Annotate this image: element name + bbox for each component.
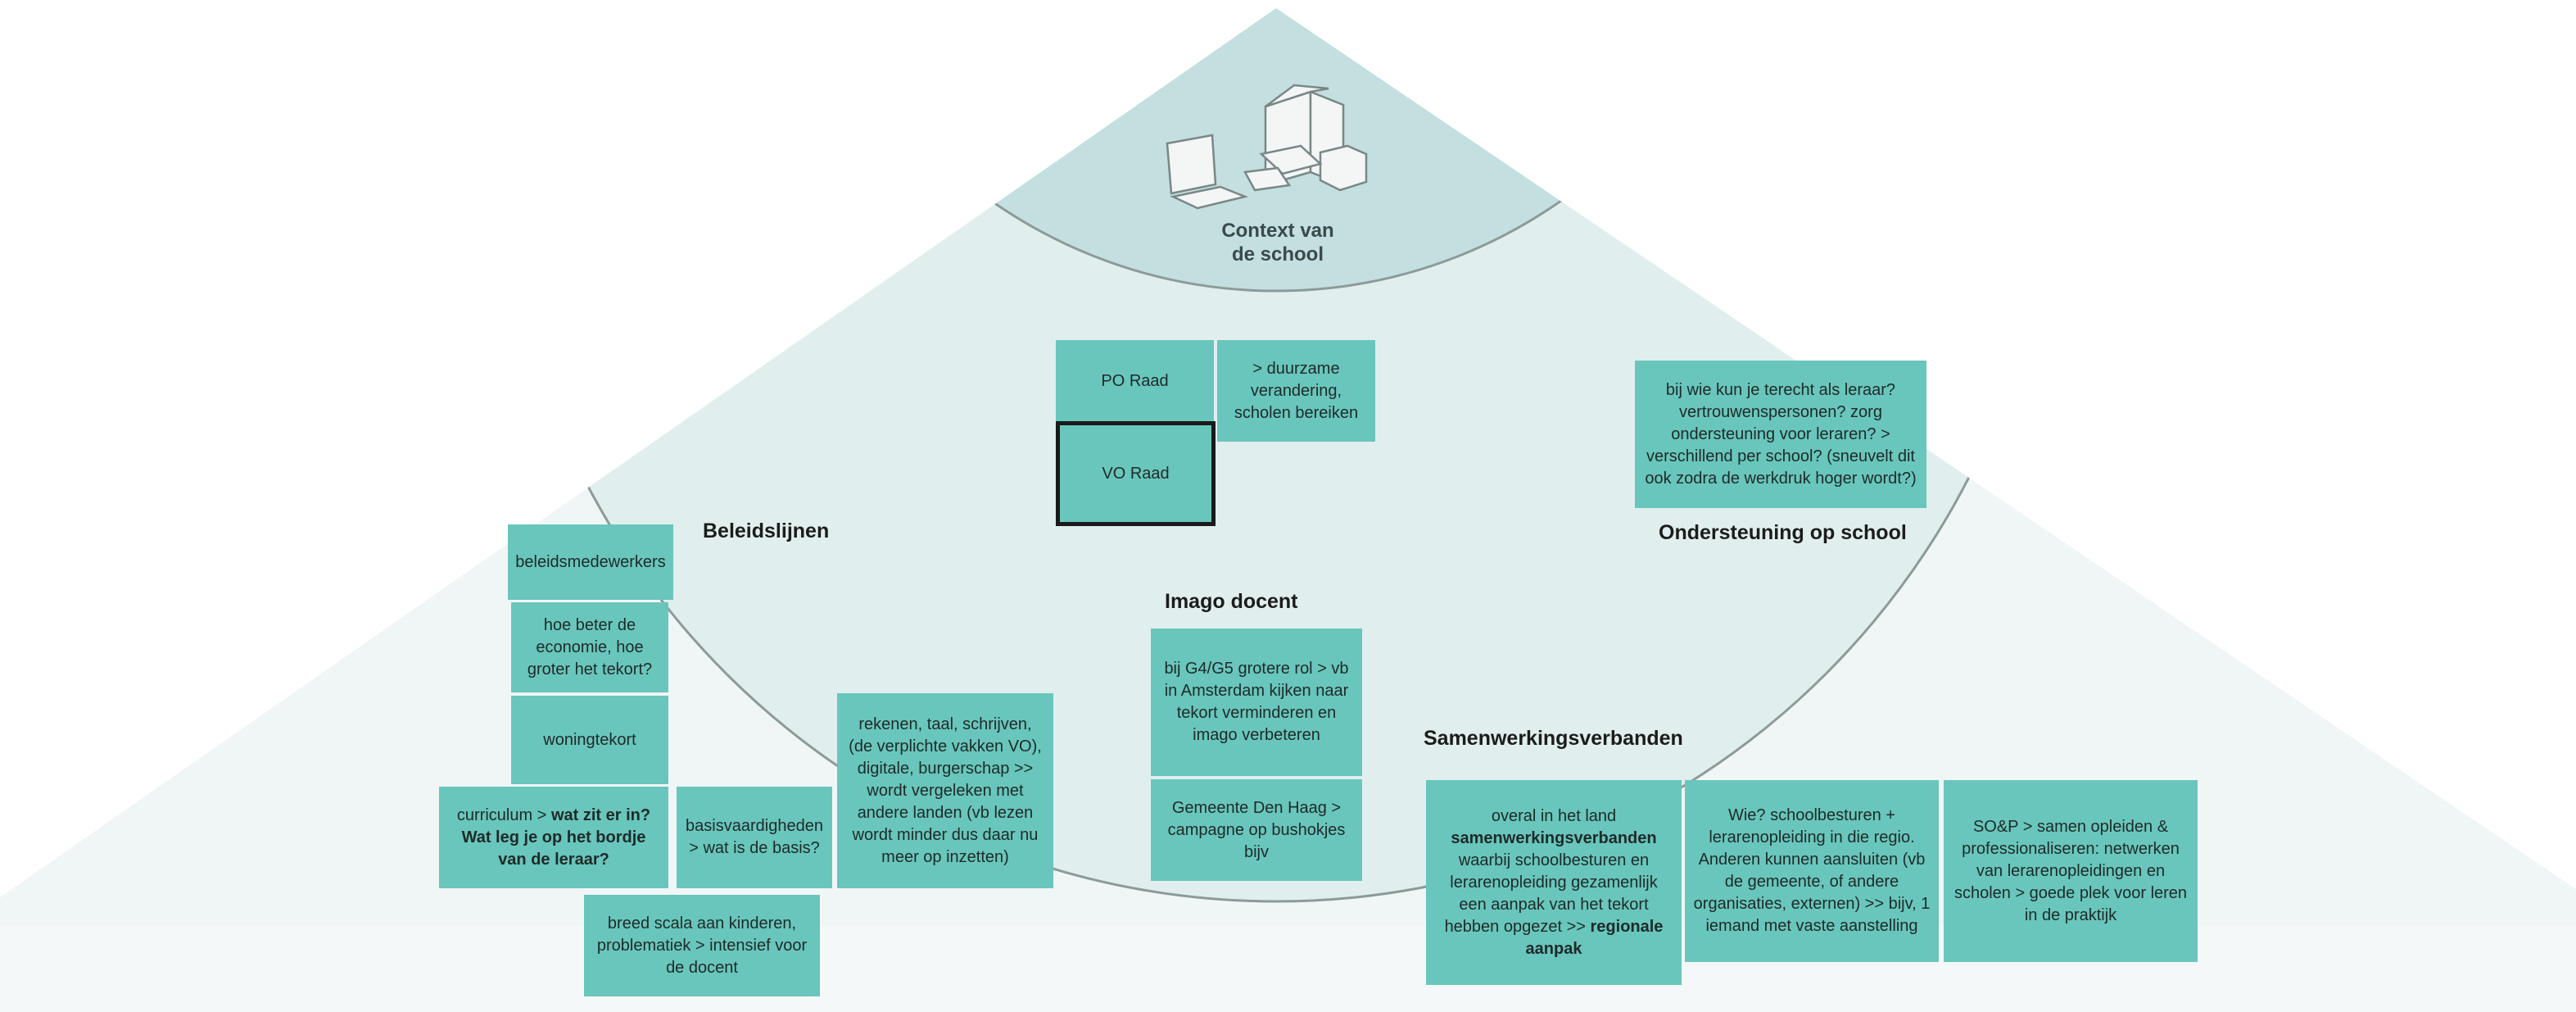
overal-mid: waarbij schoolbesturen en lerarenopleidi… [1444, 851, 1658, 936]
note-samenwerkingsverbanden[interactable]: overal in het land samenwerkingsverbande… [1426, 780, 1682, 985]
overal-bold1: samenwerkingsverbanden [1451, 828, 1657, 847]
label-beleidslijnen: Beleidslijnen [703, 520, 830, 542]
overal-pre: overal in het land [1491, 806, 1617, 825]
note-g4g5[interactable]: bij G4/G5 grotere rol > vb in Amsterdam … [1151, 629, 1362, 776]
label-imago-docent: Imago docent [1165, 590, 1298, 613]
curriculum-prefix: curriculum > [456, 806, 551, 824]
note-po-raad[interactable]: PO Raad [1056, 340, 1214, 422]
label-samenwerkingsverbanden: Samenwerkingsverbanden [1424, 727, 1683, 750]
note-breed-scala[interactable]: breed scala aan kinderen, problematiek >… [584, 895, 820, 996]
school-computer-building-icon [1166, 84, 1368, 210]
context-label: Context van de school [1179, 219, 1376, 266]
note-wie-schoolbesturen[interactable]: Wie? schoolbesturen + lerarenopleiding i… [1685, 780, 1939, 962]
note-sop[interactable]: SO&P > samen opleiden & professionaliser… [1944, 780, 2198, 962]
note-duurzame-verandering[interactable]: > duurzame verandering, scholen bereiken [1217, 340, 1375, 442]
curriculum-bold: wat zit er in? Wat leg je op het bordje … [461, 806, 651, 869]
note-vo-raad[interactable]: VO Raad [1056, 421, 1216, 526]
note-ondersteuning-vragen[interactable]: bij wie kun je terecht als leraar? vertr… [1635, 361, 1926, 508]
note-rekenen-taal[interactable]: rekenen, taal, schrijven, (de verplichte… [837, 693, 1053, 888]
inner-arc-line [779, 8, 1773, 293]
label-ondersteuning-op-school: Ondersteuning op school [1659, 521, 1907, 544]
note-economie[interactable]: hoe beter de economie, hoe groter het te… [511, 602, 668, 692]
context-label-line1: Context van [1221, 220, 1334, 242]
note-woningtekort[interactable]: woningtekort [511, 696, 668, 784]
note-curriculum[interactable]: curriculum > wat zit er in? Wat leg je o… [439, 787, 668, 888]
context-label-line2: de school [1231, 243, 1324, 265]
note-basisvaardigheden[interactable]: basisvaardigheden > wat is de basis? [677, 787, 832, 888]
note-den-haag[interactable]: Gemeente Den Haag > campagne op bushokje… [1151, 779, 1362, 881]
note-beleidsmedewerkers[interactable]: beleidsmedewerkers [508, 524, 673, 600]
overal-bold2: regionale aanpak [1525, 917, 1664, 958]
